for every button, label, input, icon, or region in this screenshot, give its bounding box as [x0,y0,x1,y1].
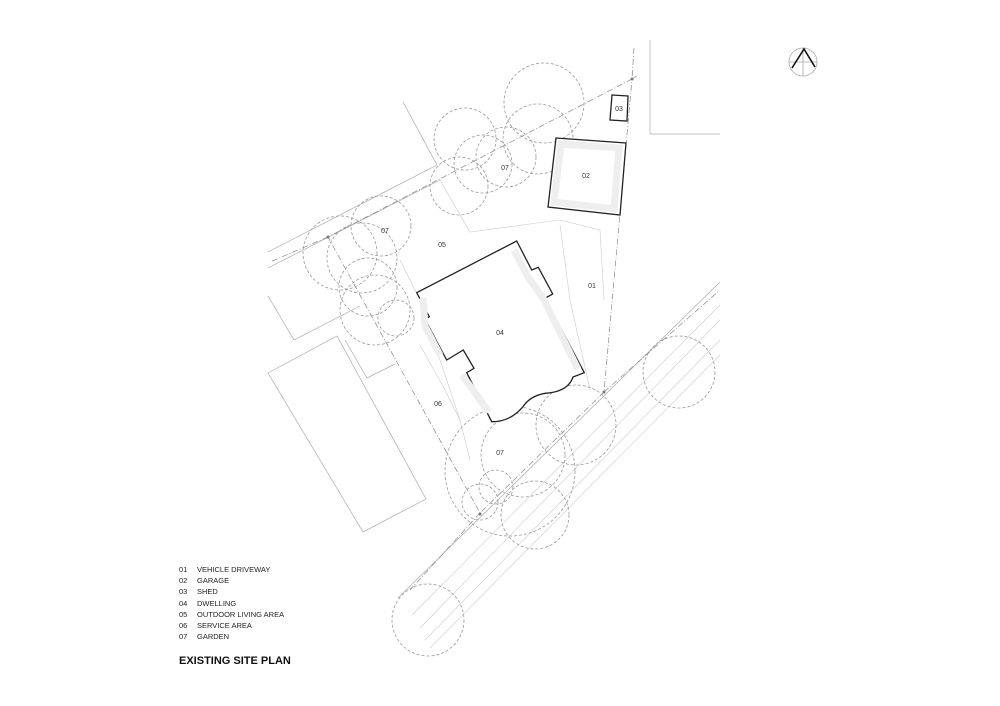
label-driveway: 01 [588,283,596,290]
legend-item: 02 GARAGE [179,575,284,586]
area-labels: 01 02 03 04 05 06 07 07 07 [381,106,623,457]
legend-text: SHED [197,587,218,597]
legend-number: 03 [179,587,188,597]
legend-text: DWELLING [197,598,237,608]
label-dwelling: 04 [496,330,504,337]
legend-text: OUTDOOR LIVING AREA [197,609,285,619]
legend-number: 02 [179,576,188,586]
label-garden: 07 [381,228,389,235]
legend-item: 07 GARDEN [179,631,284,642]
label-garage: 02 [582,173,590,180]
street [397,281,721,649]
label-garden: 07 [501,165,509,172]
legend-item: 06 SERVICE AREA [179,620,284,631]
legend-number: 01 [179,565,188,575]
legend-text: VEHICLE DRIVEWAY [197,565,271,575]
label-shed: 03 [615,106,623,113]
legend-number: 07 [179,632,188,642]
north-arrow-icon [788,47,818,77]
legend: 01 VEHICLE DRIVEWAY 02 GARAGE 03 SHED 04 DWE… [179,564,284,642]
legend-number: 04 [179,598,188,608]
legend-item: 01 VEHICLE DRIVEWAY [179,564,284,575]
tree-canopies [302,62,716,657]
label-outdoor-living: 05 [438,242,446,249]
drawing-title: EXISTING SITE PLAN [179,655,291,667]
garage-building [547,137,627,216]
shed-building [609,94,629,122]
legend-number: 06 [179,621,188,631]
legend-number: 05 [179,609,188,619]
boundary-pegs [326,77,634,516]
label-garden: 07 [496,450,504,457]
legend-item: 03 SHED [179,586,284,597]
legend-item: 04 DWELLING [179,598,284,609]
legend-item: 05 OUTDOOR LIVING AREA [179,609,284,620]
legend-text: GARDEN [197,632,230,642]
legend-text: SERVICE AREA [197,621,252,631]
legend-text: GARAGE [197,576,230,586]
label-service: 06 [434,401,442,408]
